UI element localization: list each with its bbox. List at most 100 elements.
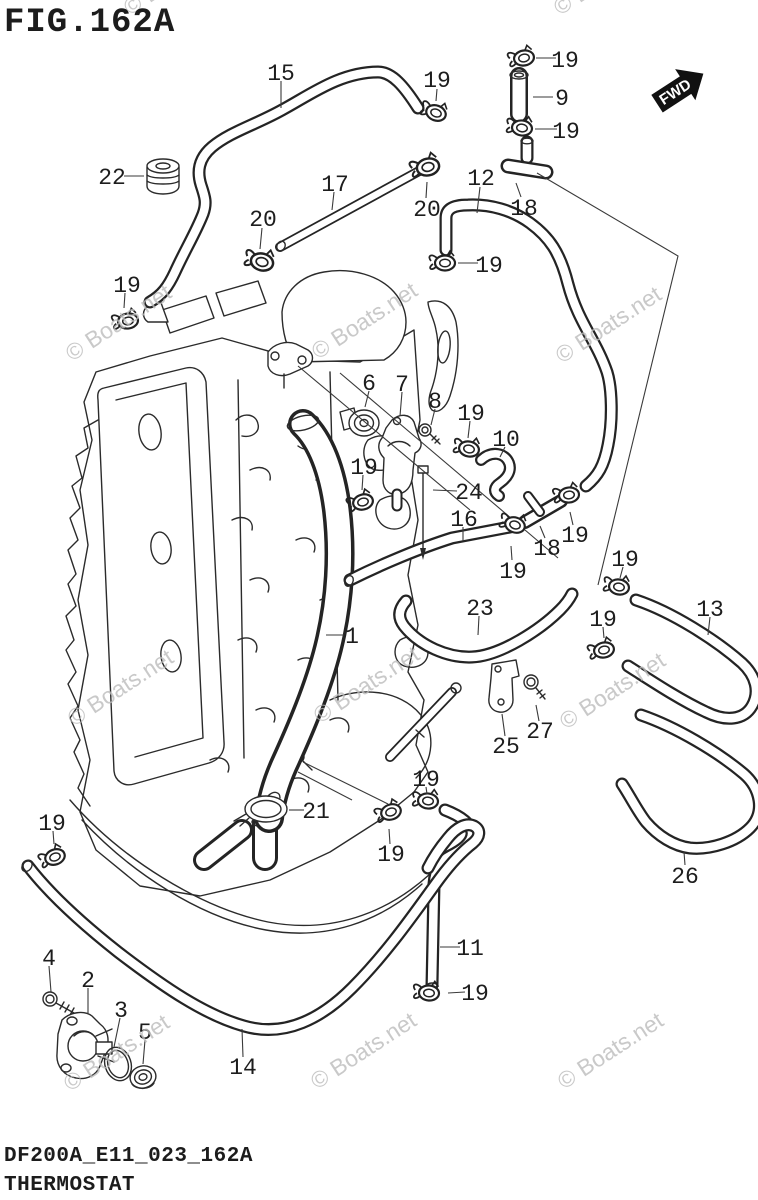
figure-title: FIG.162A [4,4,176,42]
part-label-20[interactable]: 20 [249,207,277,233]
part-label-26[interactable]: 26 [671,864,699,890]
leader-part-13-12 [707,616,711,636]
part-label-19[interactable]: 19 [611,547,639,573]
part-label-5[interactable]: 5 [138,1020,152,1046]
part-label-9[interactable]: 9 [555,86,569,112]
joint-18-bottom [518,491,568,529]
part-label-19[interactable]: 19 [461,981,489,1007]
hose-10 [475,447,516,502]
leader-part-19-22 [123,292,126,309]
leader-part-10-9 [499,446,506,458]
hose-12 [439,198,618,493]
leader-part-19-21 [435,88,438,102]
part-label-13[interactable]: 13 [696,597,724,623]
assembly-pointer-line [536,172,679,586]
part-label-21[interactable]: 21 [302,799,330,825]
leader-part-27-42 [535,704,540,722]
leader-part-25-40 [501,713,506,737]
part-label-7[interactable]: 7 [395,372,409,398]
part-label-18[interactable]: 18 [533,536,561,562]
assembly-pointer-line [297,771,353,801]
part-label-19[interactable]: 19 [499,559,527,585]
clamp-19 [35,841,69,871]
figure-caption: THERMOSTAT [4,1174,136,1197]
leader-part-4-3 [48,965,52,993]
figure-code: DF200A_E11_023_162A [4,1145,253,1168]
clamp-19 [505,43,537,70]
clamp-19 [601,571,633,598]
sensor-6 [339,407,380,437]
leader-part-19-28 [619,566,624,579]
part-label-19[interactable]: 19 [377,842,405,868]
clamp-19 [585,635,617,662]
leader-part-7-6 [399,391,403,417]
part-label-19[interactable]: 19 [475,253,503,279]
clamp-20 [406,150,442,181]
part-label-16[interactable]: 16 [450,507,478,533]
part-label-15[interactable]: 15 [267,61,295,87]
clamp-19 [417,95,451,125]
part-label-2[interactable]: 2 [81,968,95,994]
leader-part-20-35 [425,181,428,199]
joint-18-top [500,135,554,180]
part-label-27[interactable]: 27 [526,719,554,745]
part-label-19[interactable]: 19 [38,811,66,837]
cover-7 [378,414,422,512]
part-label-25[interactable]: 25 [492,734,520,760]
part-label-11[interactable]: 11 [456,936,484,962]
watermark-text: © Boats.net [553,1006,669,1094]
bolt-4 [42,991,75,1016]
part-label-4[interactable]: 4 [42,946,56,972]
hose-14 [21,818,486,1036]
part-label-19[interactable]: 19 [589,607,617,633]
leader-lines [48,57,711,1065]
part-label-6[interactable]: 6 [362,371,376,397]
leader-part-19-30 [425,786,428,795]
part-label-19[interactable]: 19 [552,119,580,145]
figure-footer: DF200A_E11_023_162A THERMOSTAT [4,1142,253,1200]
leader-part-19-31 [388,828,391,845]
part-label-10[interactable]: 10 [492,427,520,453]
part-label-19[interactable]: 19 [113,273,141,299]
part-label-19[interactable]: 19 [561,523,589,549]
tube-9 [509,67,529,123]
fwd-arrow: FWD [651,69,704,113]
leader-part-26-41 [683,851,686,866]
part-label-17[interactable]: 17 [321,172,349,198]
part-label-19[interactable]: 19 [423,68,451,94]
part-label-19[interactable]: 19 [350,455,378,481]
oring-3 [103,1046,133,1082]
leader-part-18-18 [539,525,546,539]
leader-part-17-16 [331,191,335,211]
leader-part-14-13 [241,1028,244,1058]
part-label-20[interactable]: 20 [413,197,441,223]
hose-16 [343,520,517,587]
bolt-27 [523,674,546,700]
part-label-22[interactable]: 22 [98,165,126,191]
assembly-pointer-line [302,761,389,805]
leader-part-19-29 [602,626,605,639]
part-label-19[interactable]: 19 [551,48,579,74]
part-label-14[interactable]: 14 [229,1055,257,1081]
pin-24 [417,465,429,560]
tube-17 [275,165,426,252]
part-label-3[interactable]: 3 [114,998,128,1024]
clamp-21 [233,791,288,827]
part-label-12[interactable]: 12 [467,166,495,192]
part-label-1[interactable]: 1 [345,624,359,650]
part-label-19[interactable]: 19 [412,767,440,793]
part-label-8[interactable]: 8 [428,389,442,415]
part-label-24[interactable]: 24 [455,480,483,506]
leader-part-20-34 [259,227,263,250]
leader-part-19-27 [569,511,574,526]
thermostat-5 [129,1065,157,1090]
leader-part-8-7 [430,408,436,426]
leader-part-5-4 [142,1039,146,1065]
part-label-23[interactable]: 23 [466,596,494,622]
hose-26 [615,708,758,855]
part-label-18[interactable]: 18 [510,196,538,222]
leader-part-19-33 [52,830,55,845]
hose-15 [143,65,425,309]
part-label-19[interactable]: 19 [457,401,485,427]
